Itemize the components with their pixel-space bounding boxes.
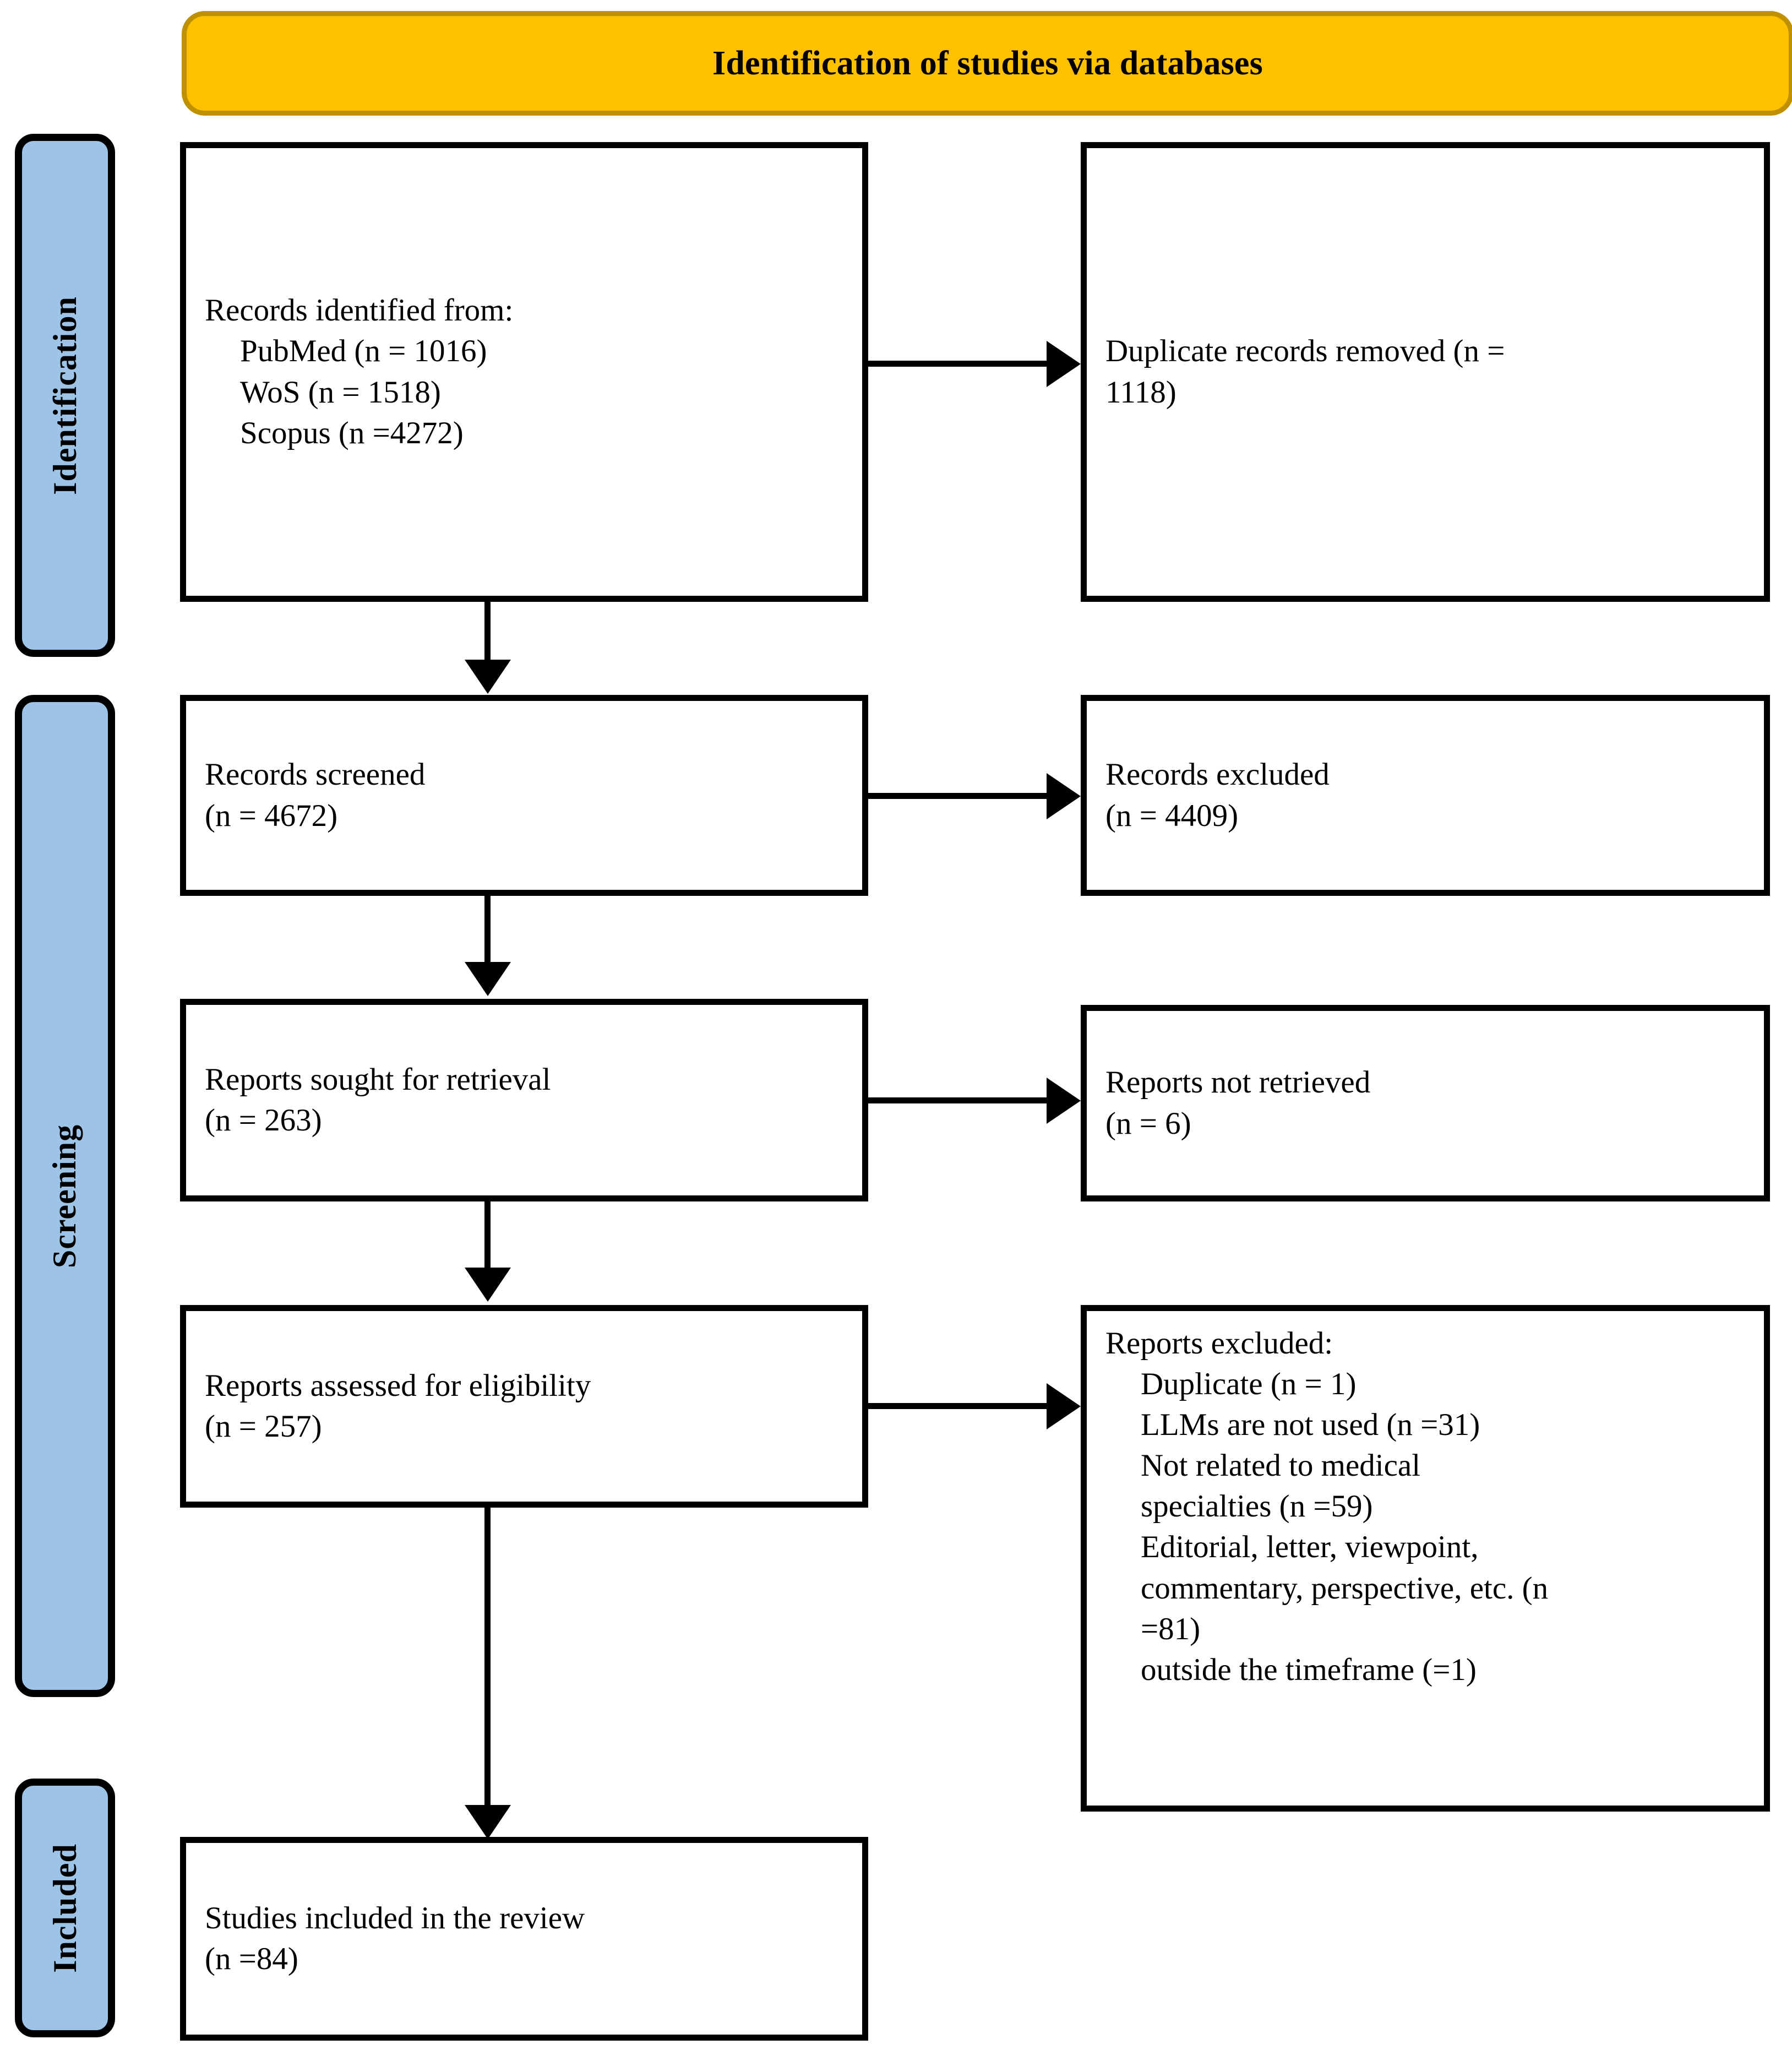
phase-banner-identification-databases: Identification of studies via databases xyxy=(182,11,1792,116)
connector-screened-to-sought-line xyxy=(484,896,491,965)
connector-sought-to-not-retrieved-line xyxy=(868,1097,1050,1103)
connector-sought-to-not-retrieved-arrowhead xyxy=(1047,1078,1081,1124)
connector-assessed-to-included-arrowhead xyxy=(465,1805,511,1839)
records-excluded-line-1: (n = 4409) xyxy=(1105,798,1239,833)
connector-identified-to-screened-line xyxy=(484,602,491,662)
reports-not-retrieved-line-1: (n = 6) xyxy=(1105,1106,1191,1141)
box-reports-sought-for-retrieval: Reports sought for retrieval (n = 263) xyxy=(180,999,868,1201)
stage-label-identification: Identification xyxy=(46,296,83,495)
duplicates-removed-line-0: Duplicate records removed (n = xyxy=(1105,334,1505,369)
reports-excluded-reason-6: =81) xyxy=(1141,1611,1201,1646)
records-identified-line-0: Records identified from: xyxy=(205,293,514,328)
studies-included-line-1: (n =84) xyxy=(205,1942,298,1976)
reports-assessed-line-0: Reports assessed for eligibility xyxy=(205,1368,591,1403)
connector-identified-to-duplicates-line xyxy=(868,361,1050,367)
connector-screened-to-excluded-arrowhead xyxy=(1047,773,1081,819)
connector-sought-to-assessed-line xyxy=(484,1201,491,1270)
reports-assessed-line-1: (n = 257) xyxy=(205,1409,322,1444)
box-reports-assessed-for-eligibility: Reports assessed for eligibility (n = 25… xyxy=(180,1305,868,1508)
records-identified-line-2: WoS (n = 1518) xyxy=(240,374,441,410)
duplicates-removed-line-1: 1118) xyxy=(1105,374,1176,410)
connector-assessed-to-excluded-line xyxy=(868,1403,1050,1409)
stage-pill-included: Included xyxy=(15,1779,115,2037)
box-records-excluded: Records excluded (n = 4409) xyxy=(1081,695,1770,896)
reports-not-retrieved-line-0: Reports not retrieved xyxy=(1105,1065,1371,1100)
records-screened-line-0: Records screened xyxy=(205,757,426,792)
records-identified-line-1: PubMed (n = 1016) xyxy=(240,334,487,369)
reports-excluded-heading: Reports excluded: xyxy=(1105,1326,1333,1361)
box-studies-included-in-review: Studies included in the review (n =84) xyxy=(180,1837,868,2041)
reports-excluded-reason-0: Duplicate (n = 1) xyxy=(1141,1367,1357,1402)
records-screened-line-1: (n = 4672) xyxy=(205,798,338,833)
reports-excluded-reason-7: outside the timeframe (=1) xyxy=(1141,1652,1477,1687)
stage-label-included: Included xyxy=(46,1843,83,1973)
reports-excluded-reason-3: specialties (n =59) xyxy=(1141,1489,1373,1524)
stage-pill-identification: Identification xyxy=(15,134,115,657)
box-reports-excluded: Reports excluded: Duplicate (n = 1) LLMs… xyxy=(1081,1305,1770,1812)
box-reports-not-retrieved: Reports not retrieved (n = 6) xyxy=(1081,1005,1770,1201)
box-duplicate-records-removed: Duplicate records removed (n = 1118) xyxy=(1081,142,1770,602)
reports-excluded-reason-4: Editorial, letter, viewpoint, xyxy=(1141,1530,1479,1565)
connector-identified-to-duplicates-arrowhead xyxy=(1047,341,1081,387)
reports-excluded-reason-1: LLMs are not used (n =31) xyxy=(1141,1407,1480,1443)
records-identified-line-3: Scopus (n =4272) xyxy=(240,415,464,450)
box-records-screened: Records screened (n = 4672) xyxy=(180,695,868,896)
reports-excluded-reason-2: Not related to medical xyxy=(1141,1448,1421,1483)
connector-sought-to-assessed-arrowhead xyxy=(465,1268,511,1302)
reports-sought-line-0: Reports sought for retrieval xyxy=(205,1062,551,1097)
stage-label-screening: Screening xyxy=(46,1124,83,1268)
stage-pill-screening: Screening xyxy=(15,695,115,1697)
connector-screened-to-sought-arrowhead xyxy=(465,962,511,996)
reports-excluded-reason-5: commentary, perspective, etc. (n xyxy=(1141,1570,1549,1606)
connector-screened-to-excluded-line xyxy=(868,793,1050,799)
connector-assessed-to-included-line xyxy=(484,1508,491,1808)
connector-assessed-to-excluded-arrowhead xyxy=(1047,1383,1081,1429)
connector-identified-to-screened-arrowhead xyxy=(465,660,511,694)
records-excluded-line-0: Records excluded xyxy=(1105,757,1330,792)
phase-banner-title: Identification of studies via databases xyxy=(712,44,1263,82)
studies-included-line-0: Studies included in the review xyxy=(205,1900,585,1935)
box-records-identified: Records identified from: PubMed (n = 101… xyxy=(180,142,868,602)
reports-sought-line-1: (n = 263) xyxy=(205,1103,322,1138)
